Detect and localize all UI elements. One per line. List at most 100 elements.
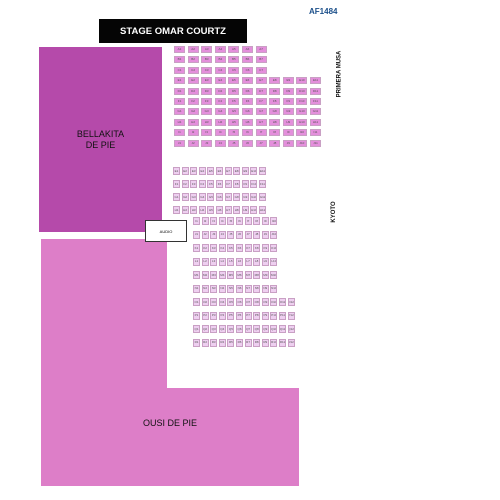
seat-R8[interactable]: R8 [253, 338, 261, 347]
seat-F7[interactable]: F7 [255, 98, 267, 105]
seat-Q1[interactable]: Q1 [193, 325, 200, 333]
seat-R5[interactable]: R5 [227, 338, 235, 347]
seat-D11[interactable]: D11 [310, 87, 321, 95]
seat-P8[interactable]: P8 [253, 311, 261, 320]
seat-B2[interactable]: B2 [187, 56, 199, 64]
seat-R11[interactable]: R11 [279, 338, 286, 347]
seat-J9[interactable]: J9 [261, 230, 269, 239]
seat-J6[interactable]: J6 [242, 139, 253, 147]
seat-Q6[interactable]: Q6 [236, 325, 243, 333]
seat-C3[interactable]: C3 [201, 66, 213, 74]
seat-J6[interactable]: J6 [236, 230, 243, 239]
seat-E2[interactable]: E2 [181, 167, 189, 175]
seat-F8[interactable]: F8 [233, 180, 241, 188]
seat-B3[interactable]: B3 [201, 56, 213, 64]
seat-L10[interactable]: L10 [270, 257, 278, 266]
seat-L3[interactable]: L3 [210, 257, 218, 266]
seat-P3[interactable]: P3 [210, 311, 218, 320]
seat-K1[interactable]: K1 [193, 244, 200, 252]
seat-H2[interactable]: H2 [181, 206, 189, 214]
seat-G10[interactable]: G10 [250, 193, 258, 201]
seat-G7[interactable]: G7 [255, 108, 267, 116]
seat-D9[interactable]: D9 [282, 87, 294, 95]
seat-K3[interactable]: K3 [210, 244, 218, 252]
seat-R12[interactable]: R12 [287, 338, 295, 347]
seat-I9[interactable]: I9 [261, 217, 269, 225]
seat-D3[interactable]: D3 [201, 87, 213, 95]
seat-N5[interactable]: N5 [227, 284, 235, 293]
seat-R2[interactable]: R2 [201, 338, 209, 347]
seat-R9[interactable]: R9 [261, 338, 269, 347]
seat-J7[interactable]: J7 [244, 230, 252, 239]
seat-D2[interactable]: D2 [187, 87, 199, 95]
seat-E6[interactable]: E6 [216, 167, 223, 175]
seat-F3[interactable]: F3 [201, 98, 213, 105]
seat-G4[interactable]: G4 [198, 193, 206, 201]
seat-D10[interactable]: D10 [296, 87, 308, 95]
seat-Q7[interactable]: Q7 [244, 325, 252, 333]
seat-H8[interactable]: H8 [233, 206, 241, 214]
seat-I8[interactable]: I8 [269, 129, 281, 137]
seat-A4[interactable]: A4 [214, 46, 226, 53]
seat-H4[interactable]: H4 [214, 118, 226, 126]
seat-H2[interactable]: H2 [187, 118, 199, 126]
seat-N2[interactable]: N2 [201, 284, 209, 293]
seat-F11[interactable]: F11 [310, 98, 321, 105]
seat-M10[interactable]: M10 [270, 271, 278, 279]
seat-K10[interactable]: K10 [270, 244, 278, 252]
seat-B6[interactable]: B6 [242, 56, 253, 64]
seat-H1[interactable]: H1 [174, 118, 185, 126]
seat-D4[interactable]: D4 [214, 87, 226, 95]
seat-A1[interactable]: A1 [174, 46, 185, 53]
seat-Q9[interactable]: Q9 [261, 325, 269, 333]
seat-M3[interactable]: M3 [210, 271, 218, 279]
seat-B1[interactable]: B1 [174, 56, 185, 64]
seat-I8[interactable]: I8 [253, 217, 261, 225]
seat-N8[interactable]: N8 [253, 284, 261, 293]
seat-P5[interactable]: P5 [227, 311, 235, 320]
seat-P7[interactable]: P7 [244, 311, 252, 320]
seat-O3[interactable]: O3 [210, 298, 218, 306]
seat-Q2[interactable]: Q2 [201, 325, 209, 333]
seat-J4[interactable]: J4 [218, 230, 226, 239]
seat-K4[interactable]: K4 [218, 244, 226, 252]
seat-E10[interactable]: E10 [296, 77, 308, 85]
seat-E11[interactable]: E11 [259, 167, 266, 175]
seat-I1[interactable]: I1 [193, 217, 200, 225]
seat-I2[interactable]: I2 [187, 129, 199, 137]
seat-P6[interactable]: P6 [236, 311, 243, 320]
seat-J5[interactable]: J5 [227, 230, 235, 239]
seat-H6[interactable]: H6 [242, 118, 253, 126]
seat-Q3[interactable]: Q3 [210, 325, 218, 333]
seat-B4[interactable]: B4 [214, 56, 226, 64]
seat-J8[interactable]: J8 [269, 139, 281, 147]
seat-E5[interactable]: E5 [228, 77, 240, 85]
seat-H10[interactable]: H10 [296, 118, 308, 126]
seat-J10[interactable]: J10 [270, 230, 278, 239]
seat-I3[interactable]: I3 [201, 129, 213, 137]
seat-K2[interactable]: K2 [201, 244, 209, 252]
seat-G6[interactable]: G6 [242, 108, 253, 116]
seat-J3[interactable]: J3 [201, 139, 213, 147]
seat-I5[interactable]: I5 [227, 217, 235, 225]
seat-R3[interactable]: R3 [210, 338, 218, 347]
seat-H7[interactable]: H7 [255, 118, 267, 126]
seat-F4[interactable]: F4 [198, 180, 206, 188]
seat-F1[interactable]: F1 [174, 98, 185, 105]
seat-J2[interactable]: J2 [187, 139, 199, 147]
seat-F6[interactable]: F6 [242, 98, 253, 105]
seat-G3[interactable]: G3 [201, 108, 213, 116]
seat-C4[interactable]: C4 [214, 66, 226, 74]
seat-H7[interactable]: H7 [224, 206, 232, 214]
seat-O6[interactable]: O6 [236, 298, 243, 306]
seat-M2[interactable]: M2 [201, 271, 209, 279]
seat-O4[interactable]: O4 [218, 298, 226, 306]
seat-B7[interactable]: B7 [255, 56, 267, 64]
seat-O12[interactable]: O12 [287, 298, 295, 306]
seat-H11[interactable]: H11 [259, 206, 266, 214]
seat-O10[interactable]: O10 [270, 298, 278, 306]
seat-F3[interactable]: F3 [190, 180, 198, 188]
seat-E9[interactable]: E9 [282, 77, 294, 85]
seat-D6[interactable]: D6 [242, 87, 253, 95]
seat-I5[interactable]: I5 [228, 129, 240, 137]
